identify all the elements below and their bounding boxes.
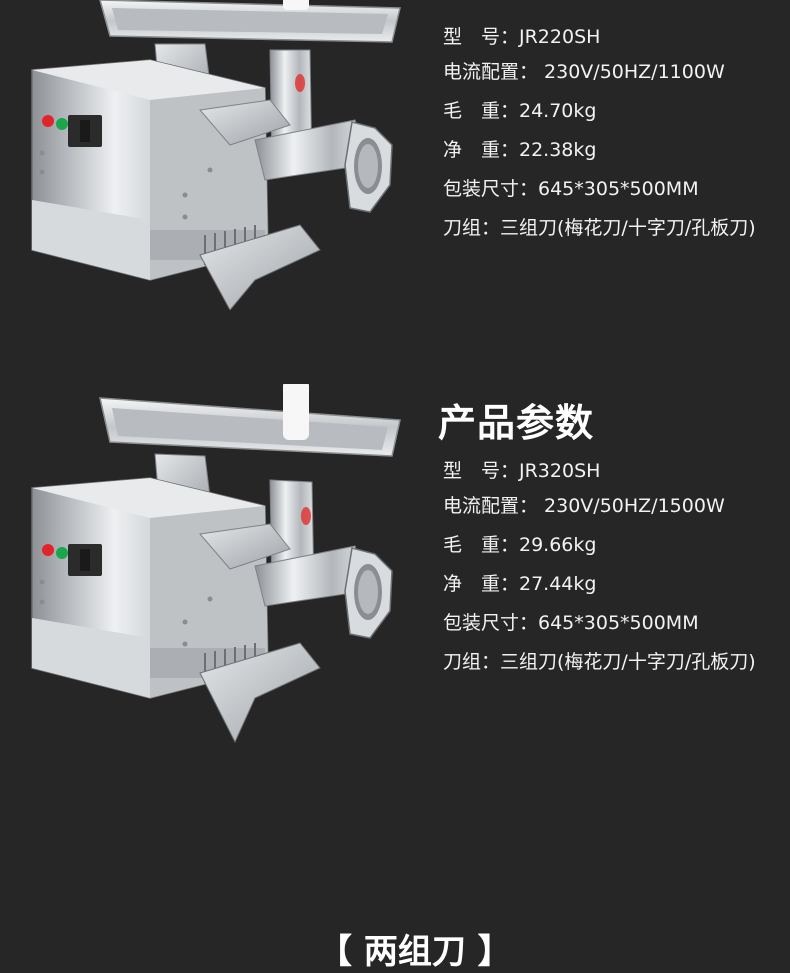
spec-gross-weight: 毛 重：29.66kg (443, 534, 597, 556)
spec-package-size: 包装尺寸：645*305*500MM (443, 612, 699, 634)
spec-model: 型 号：JR320SH (443, 460, 601, 482)
spec-package-size: 包装尺寸：645*305*500MM (443, 178, 699, 200)
meat-grinder-image-1 (0, 0, 420, 310)
spec-gross-weight: 毛 重：24.70kg (443, 100, 597, 122)
spec-blade-set: 刀组：三组刀(梅花刀/十字刀/孔板刀) (443, 651, 756, 673)
spec-net-weight: 净 重：27.44kg (443, 573, 597, 595)
spec-power: 电流配置： 230V/50HZ/1500W (443, 495, 725, 517)
meat-grinder-image-2 (0, 384, 420, 744)
two-blade-set-heading: 【 两组刀 】 (318, 932, 512, 972)
spec-blade-set: 刀组：三组刀(梅花刀/十字刀/孔板刀) (443, 217, 756, 239)
product-params-title: 产品参数 (438, 401, 595, 445)
spec-model: 型 号：JR220SH (443, 26, 601, 48)
spec-power: 电流配置： 230V/50HZ/1100W (443, 61, 725, 83)
spec-net-weight: 净 重：22.38kg (443, 139, 597, 161)
